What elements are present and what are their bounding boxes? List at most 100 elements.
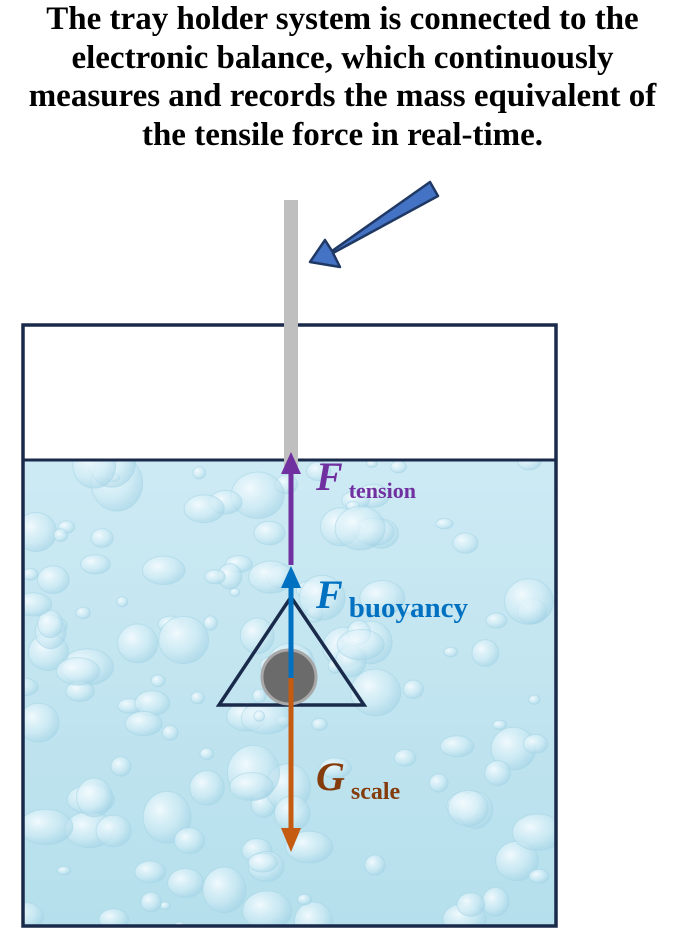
water-droplet [192,466,206,480]
water-droplet [90,528,114,548]
tension-subscript: tension [349,478,416,503]
water-droplet [447,789,489,827]
water-droplet [285,830,334,864]
water-droplet [364,854,386,876]
water-droplet [481,886,510,917]
water-droplet [204,569,226,585]
tension-symbol: F [315,454,343,499]
water-droplet [124,710,163,737]
diagram-caption: The tray holder system is connected to t… [0,0,685,154]
caption-line-2: electronic balance, which continuously [71,39,614,76]
buoyancy-force-arrow [281,566,301,678]
water-droplet [117,623,159,664]
water-droplet [37,609,64,639]
water-droplet [161,724,179,741]
water-droplet [247,852,278,873]
water-droplet [471,639,500,667]
water-droplet [390,460,407,474]
water-droplet [202,866,247,914]
water-droplet [53,528,69,543]
water-droplet [359,580,406,616]
water-droplet [56,865,72,876]
water-droplet [319,757,352,779]
water-droplet [456,892,486,917]
water-droplet [189,770,225,806]
water-droplet [485,612,508,629]
water-droplet [511,813,556,851]
water-droplet [229,587,241,597]
water-droplet [141,555,186,585]
water-droplet [72,460,117,489]
water-droplet [158,615,210,665]
water-droplet [452,532,479,554]
water-droplet [528,694,541,705]
water-droplet [36,565,70,595]
water-droplet [23,808,74,845]
water-droplet [190,691,205,705]
water-droplet [76,777,113,818]
water-droplet [252,688,267,704]
water-droplet [492,719,508,731]
buoyancy-subscript: buoyancy [349,592,469,624]
water-droplet [439,735,475,758]
water-droplet [428,773,449,793]
water-droplet [393,748,417,767]
water-droplet [110,756,132,777]
water-droplet [167,868,205,898]
water-droplet [402,679,424,699]
water-droplet [140,891,162,913]
water-droplet [203,615,218,631]
buoyancy-symbol: F [315,572,343,617]
water-droplet [299,574,346,621]
water-droplet [23,592,53,617]
water-droplet [484,760,512,787]
water-droplet [334,506,386,551]
water-droplet [253,710,266,722]
water-droplet [294,901,333,926]
caption-line-1: The tray holder system is connected to t… [46,1,639,37]
water-droplet [98,908,130,926]
water-droplet [253,520,286,546]
water-droplet [435,518,454,530]
water-droplet [23,702,60,743]
water-droplet [142,790,192,844]
water-droplet [75,606,91,620]
gravity-force-arrow [281,678,301,852]
water-droplet [23,902,45,926]
gravity-symbol: G [316,754,345,799]
water-droplet [229,772,274,802]
water-droplet [116,596,129,608]
water-droplet [350,668,402,717]
holder-rod [284,200,298,468]
caption-line-3: measures and records the mass equivalent… [28,78,657,114]
water-droplet [403,603,416,615]
water-droplet [150,674,166,688]
water-droplet [23,567,39,581]
water-droplet [134,860,167,884]
water-droplet [183,494,225,524]
water-droplet [199,747,215,761]
gravity-label: G scale [316,754,401,805]
arrow-down-left-icon [308,180,440,269]
water-droplet [528,868,550,884]
tension-label: F tension [315,454,416,503]
water-droplet [173,827,206,855]
water-droplet [504,578,554,625]
water-droplet [311,717,328,731]
gravity-subscript: scale [351,779,401,805]
water-droplet [297,893,312,906]
water-droplet [336,629,385,661]
water-droplet-texture [23,460,556,926]
tension-force-arrow [281,452,301,565]
water-droplet [306,461,332,482]
water-droplet [242,890,293,926]
water-droplet [80,554,111,575]
water-droplet [239,617,275,655]
water-droplet [522,733,549,754]
water-droplet [443,646,459,658]
water-droplet [365,460,378,468]
water-droplet [95,814,132,848]
caption-line-4: the tensile force in real-time. [141,116,544,153]
water-droplet [55,657,101,686]
